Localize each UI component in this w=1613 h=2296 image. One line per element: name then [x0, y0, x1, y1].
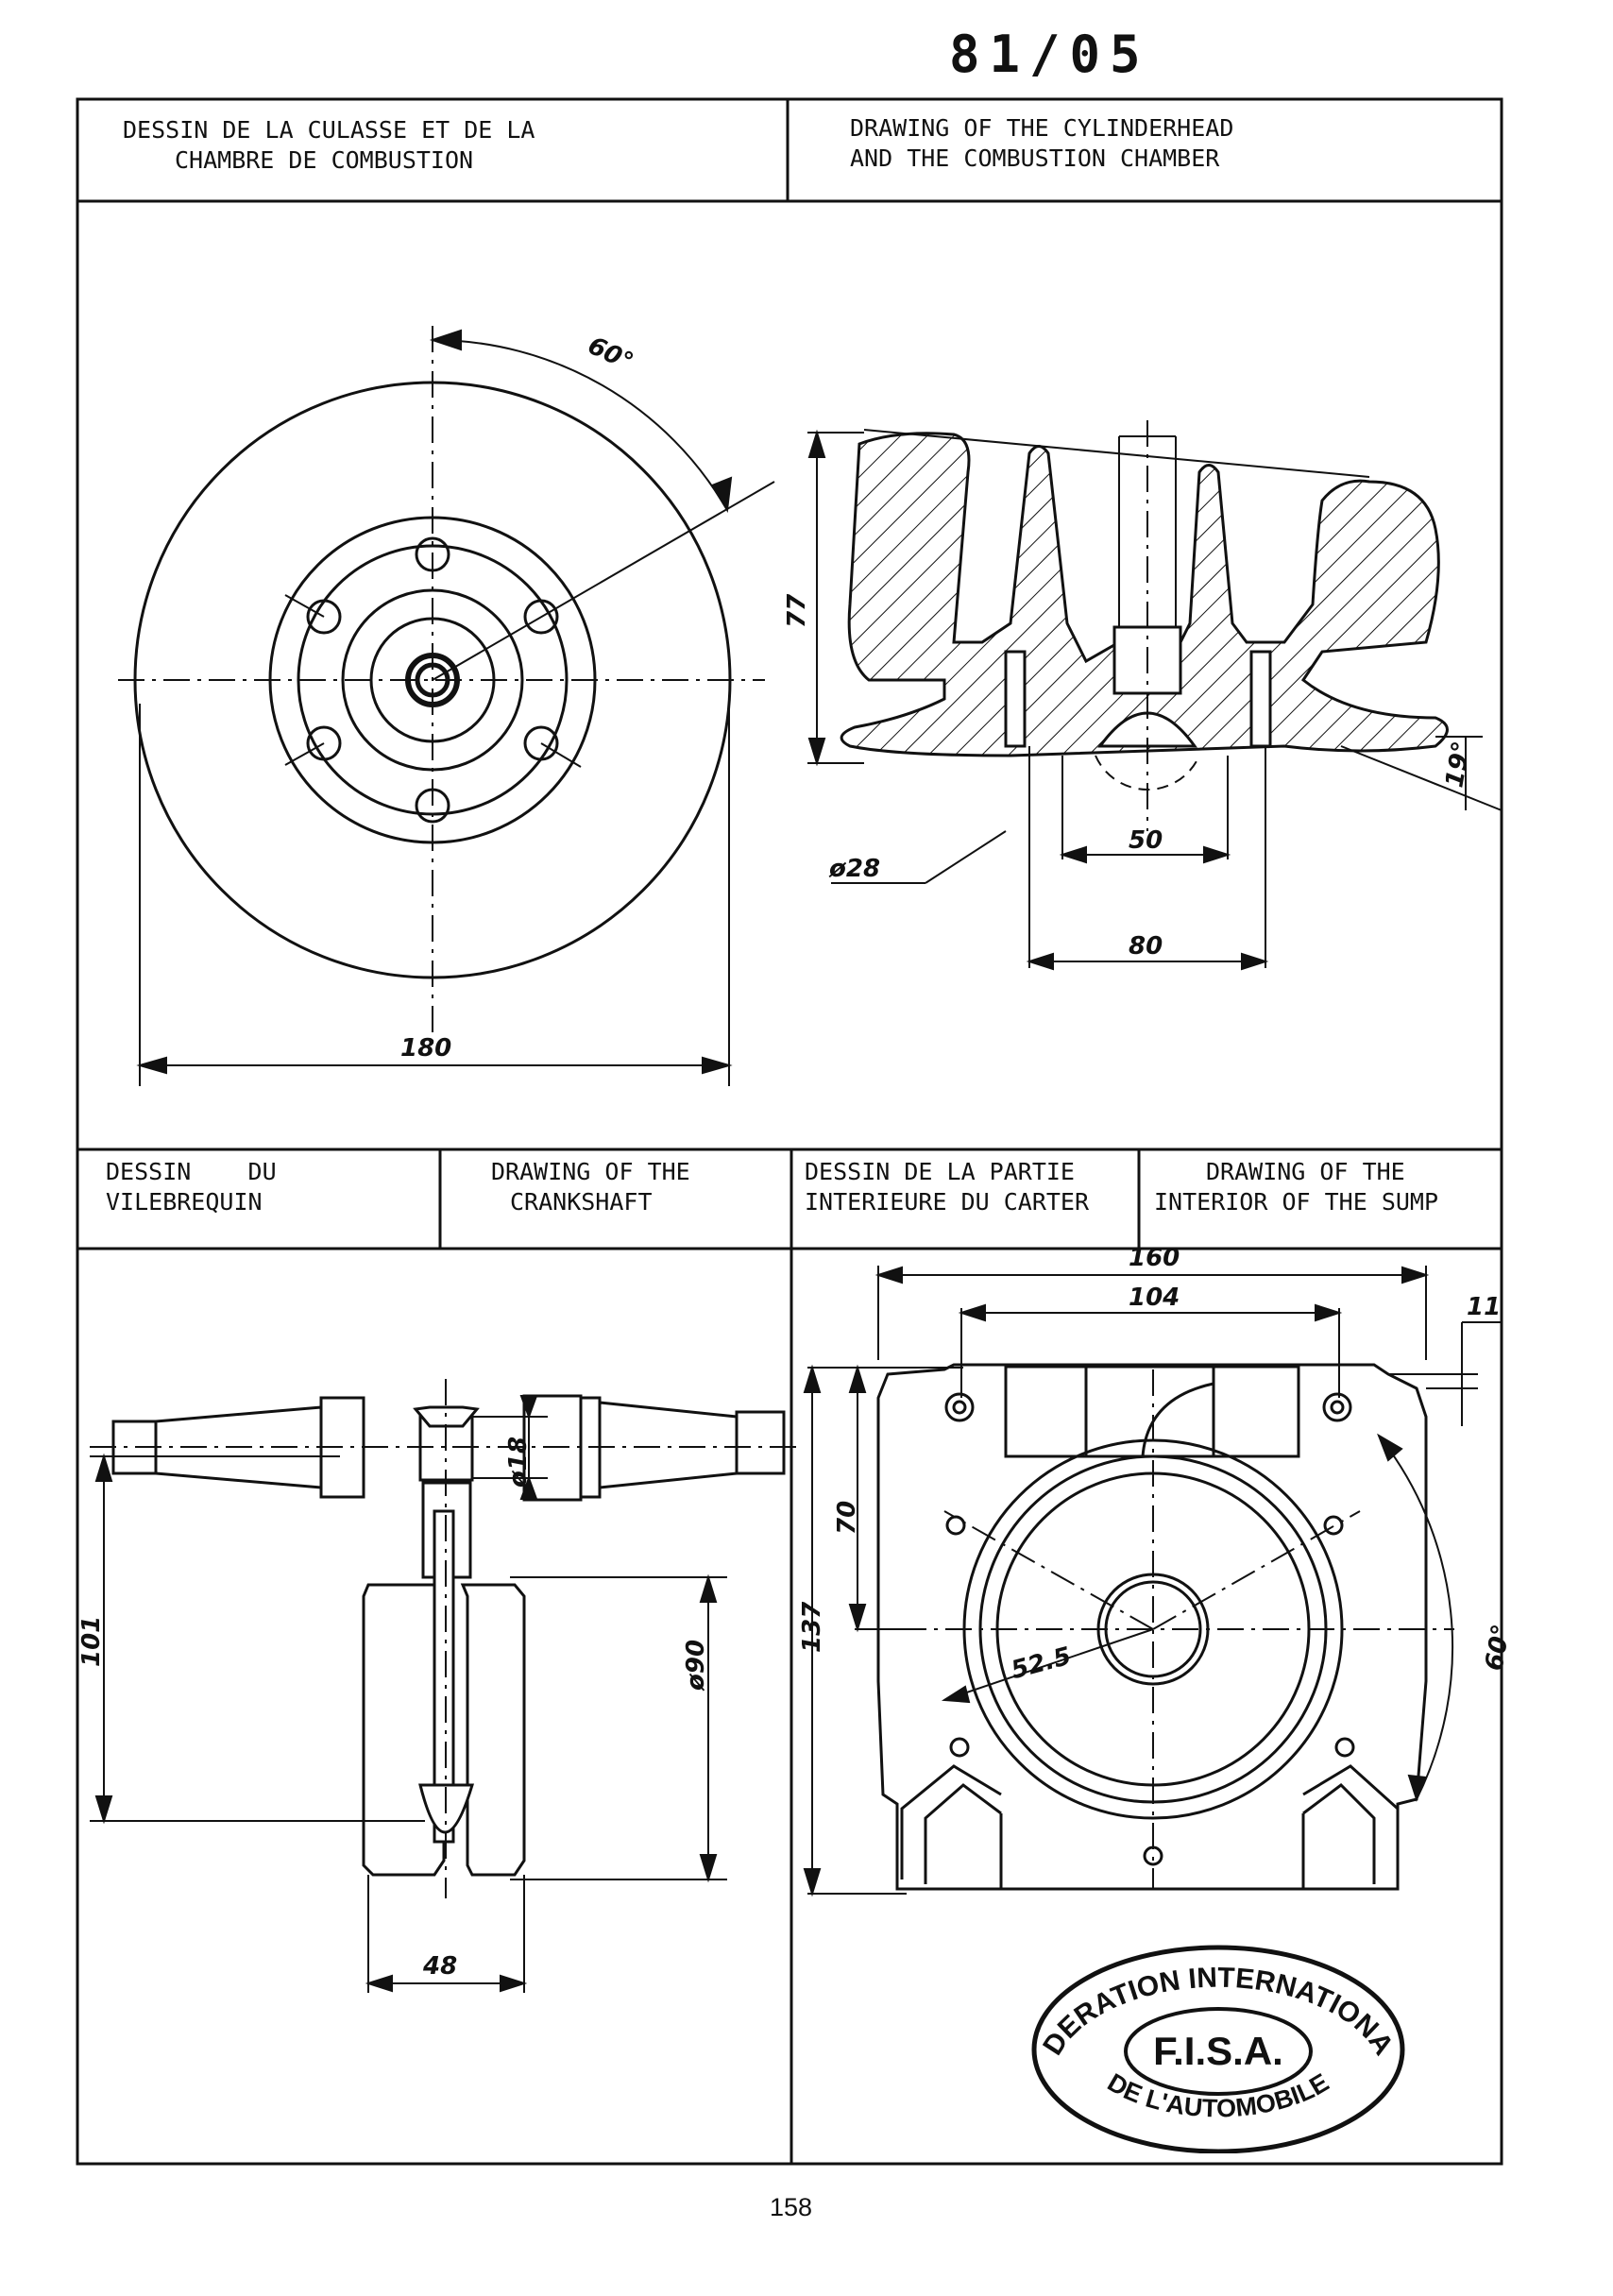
sump-mid-height-label: 70 [833, 1501, 861, 1535]
sump-total-height-label: 137 [798, 1601, 826, 1653]
bolt-hole [1323, 1515, 1344, 1536]
cylinder-head-title-en: DRAWING OF THE CYLINDERHEAD AND THE COMB… [850, 114, 1234, 172]
bolt-hole [306, 725, 342, 761]
cylinder-head-diameter-label: 180 [400, 1034, 451, 1063]
sump-outer-width-label: 160 [1129, 1244, 1180, 1272]
cylinder-head-title-fr: DESSIN DE LA CULASSE ET DE LA CHAMBRE DE… [123, 116, 535, 174]
stamp-outer-ring [1031, 1945, 1405, 2153]
bolt-hole [523, 599, 559, 635]
bolt-hole [523, 725, 559, 761]
bolt-hole [1143, 1845, 1163, 1866]
bolt-hole [1334, 1737, 1355, 1758]
sheet-reference: 81/05 [949, 25, 1150, 84]
sump-title-en: DRAWING OF THE INTERIOR OF THE SUMP [1154, 1158, 1439, 1216]
bolt-hole [306, 599, 342, 635]
stamp-ring-bottom: DE L'AUTOMOBILE [1103, 2068, 1333, 2123]
bolt-hole [945, 1515, 966, 1536]
crankshaft-pin-label: ø18 [504, 1437, 533, 1488]
cylinder-head-height-label: 77 [783, 593, 811, 628]
crankshaft-title-en: DRAWING OF THE CRANKSHAFT [491, 1158, 690, 1216]
crankshaft-length-label: 101 [77, 1616, 106, 1667]
sump-inner-width-label: 104 [1129, 1284, 1180, 1312]
bolt-hole [949, 1737, 970, 1758]
cylinder-head-bore-label: ø28 [828, 855, 880, 883]
bolt-hole [1322, 1392, 1352, 1422]
stamp-inner-ring [1124, 2007, 1313, 2096]
page-number: 158 [770, 2193, 813, 2221]
sump-title-fr: DESSIN DE LA PARTIE INTERIEURE DU CARTER [805, 1158, 1090, 1216]
crankshaft-web-label: ø90 [682, 1640, 710, 1692]
bolt-hole [944, 1392, 975, 1422]
cylinder-head-d2-label: 80 [1129, 932, 1163, 961]
fisa-stamp: FEDERATION INTERNATIONALE DE L'AUTOMOBIL… [1020, 1927, 1405, 2153]
stamp-center: F.I.S.A. [1153, 2029, 1283, 2073]
sump-offset-label: 11 [1467, 1293, 1501, 1321]
crankshaft-title-fr: DESSIN DU VILEBREQUIN [106, 1158, 277, 1216]
sump-radius-label: 52.5 [1009, 1642, 1075, 1686]
cylinder-head-d1-label: 50 [1129, 826, 1163, 855]
sump-angle-label: 60° [1480, 1623, 1516, 1674]
svg-text:DE L'AUTOMOBILE: DE L'AUTOMOBILE [1103, 2068, 1333, 2123]
crankshaft-width-label: 48 [422, 1952, 457, 1981]
